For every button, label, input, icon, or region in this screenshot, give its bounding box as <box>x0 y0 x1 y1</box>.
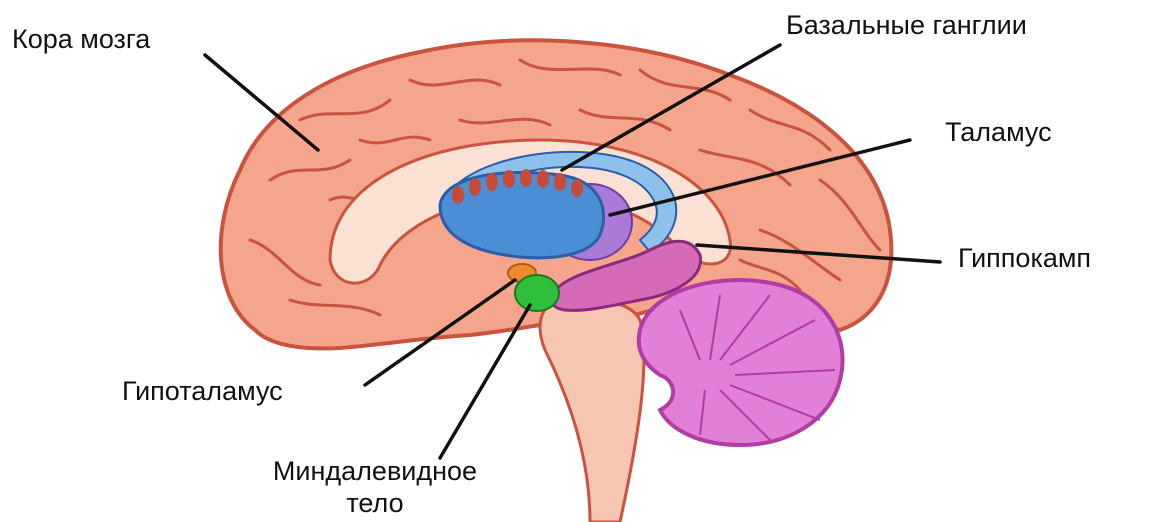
amygdala-shape <box>515 275 559 311</box>
cerebellum-shape <box>639 280 843 445</box>
label-amygdala-line2: тело <box>230 488 520 518</box>
label-hypothalamus: Гипоталамус <box>122 376 283 406</box>
label-hippocampus: Гиппокамп <box>958 243 1091 273</box>
label-thalamus: Таламус <box>945 117 1052 147</box>
label-amygdala: Миндалевидное тело <box>230 456 520 518</box>
label-basal-ganglia: Базальные ганглии <box>786 10 1027 40</box>
label-amygdala-line1: Миндалевидное <box>230 456 520 486</box>
label-cortex: Кора мозга <box>12 24 150 54</box>
brainstem-shape <box>540 300 644 522</box>
